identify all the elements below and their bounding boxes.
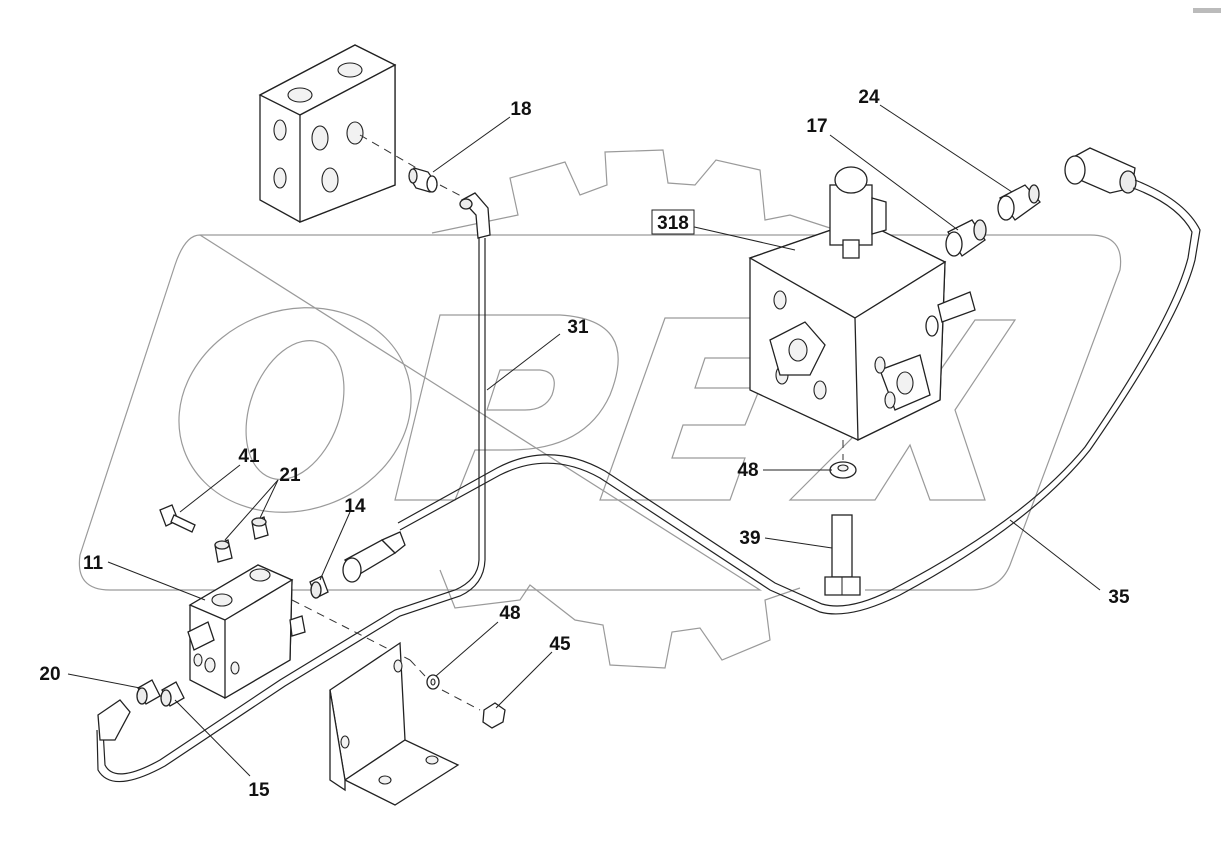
watermark-gear-outline [431,149,831,669]
label-17: 17 [806,116,827,137]
bolt-39 [824,440,861,596]
label-35: 35 [1108,587,1130,608]
hose-35 [399,179,1201,615]
fittings-20-15 [136,679,185,707]
bolt-41 [159,504,196,533]
label-39: 39 [739,528,760,549]
valve-block-11 [187,564,411,700]
fitting-18 [408,167,438,193]
elbow-fitting-bottom-left [97,699,131,741]
label-20: 20 [39,664,60,685]
watermark-rounded-frame [78,234,1122,591]
washer-48-lower [426,674,440,690]
label-24: 24 [858,87,880,108]
label-14: 14 [344,496,366,517]
washer-48-upper [829,461,857,479]
label-41: 41 [238,446,260,467]
fittings-21 [214,516,269,563]
label-31: 31 [567,317,589,338]
nut-45 [409,659,506,729]
fitting-24 [997,184,1041,221]
watermark-letter-o-outer [178,307,412,513]
label-48-upper: 48 [737,460,758,481]
hose-31-inner [96,238,486,783]
hose-31 [102,238,480,775]
label-11: 11 [83,553,104,574]
valve-block-top-left [258,44,466,223]
label-318: 318 [657,213,689,234]
label-18: 18 [510,99,531,120]
label-15: 15 [248,780,270,801]
fitting-14-hose-end [342,531,406,583]
watermark-letter-o-inner [245,340,345,480]
elbow-fitting-hose-35 [1064,147,1137,194]
elbow-fitting-hose-31 [459,192,491,239]
corner-mark [1193,8,1221,13]
label-48-lower: 48 [499,603,520,624]
label-318-box [651,209,695,235]
fitting-14 [309,575,329,599]
valve-block-318 [748,166,976,442]
label-45: 45 [549,634,571,655]
hose-35-inner [397,187,1193,607]
label-21: 21 [279,465,301,486]
leader-lines [67,104,1101,777]
watermark-letter-p [394,314,619,501]
mounting-bracket [329,641,460,806]
